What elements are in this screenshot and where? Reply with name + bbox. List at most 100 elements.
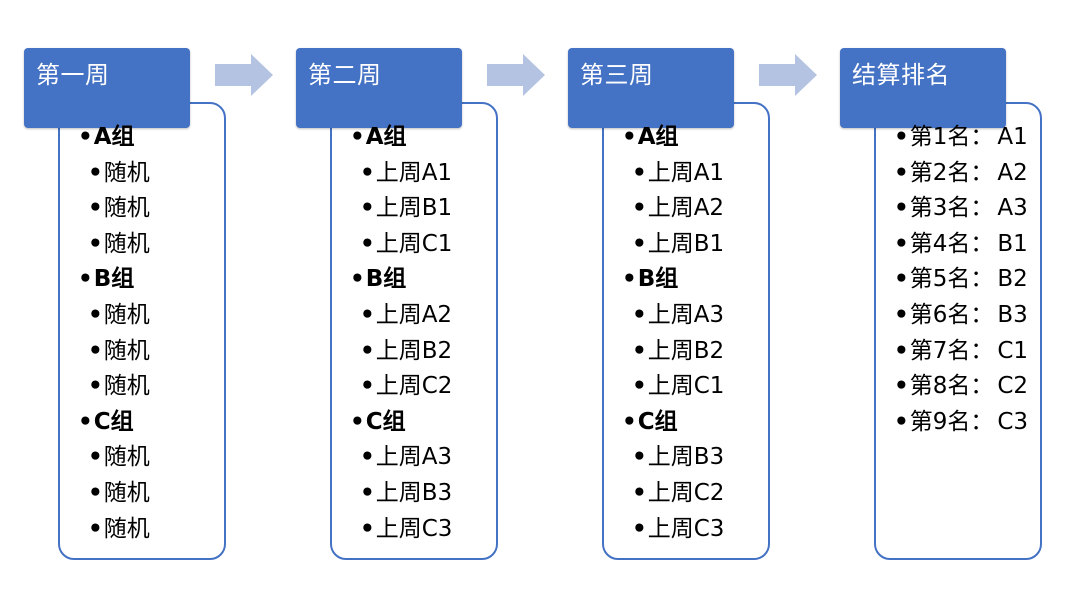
bullet-icon: •	[894, 337, 909, 364]
ranking-item: •第6名：B3	[894, 301, 1028, 328]
bullet-icon: •	[632, 301, 647, 328]
group-heading: •B组	[78, 266, 135, 293]
bullet-icon: •	[88, 373, 103, 400]
list-item: •上周C2	[360, 373, 453, 400]
stage-header: 第三周	[568, 48, 734, 128]
bullet-icon: •	[88, 479, 103, 506]
bullet-icon: •	[350, 408, 365, 435]
bullet-icon: •	[360, 195, 375, 222]
list-item: •随机	[88, 337, 150, 364]
bullet-icon: •	[78, 124, 93, 150]
arrow-right-icon	[487, 54, 545, 96]
bullet-icon: •	[360, 515, 375, 542]
bullet-icon: •	[350, 266, 365, 293]
bullet-icon: •	[88, 159, 103, 186]
group-heading: •B组	[350, 266, 407, 293]
list-item: •上周A2	[632, 195, 725, 222]
bullet-icon: •	[360, 230, 375, 257]
stage-content-box	[330, 102, 498, 560]
bullet-icon: •	[894, 230, 909, 257]
ranking-item: •第4名：B1	[894, 230, 1028, 257]
list-item: •随机	[88, 230, 150, 257]
bullet-icon: •	[894, 124, 909, 150]
bullet-icon: •	[360, 301, 375, 328]
bullet-icon: •	[894, 266, 909, 293]
group-list: •A组 •上周A1 •上周B1 •上周C1 •B组 •上周A2 •上周B2 •上…	[350, 120, 452, 547]
bullet-icon: •	[88, 195, 103, 222]
bullet-icon: •	[360, 444, 375, 471]
list-item: •随机	[88, 515, 150, 542]
list-item: •上周C1	[360, 230, 453, 257]
bullet-icon: •	[632, 337, 647, 364]
arrow-right-shape	[215, 54, 273, 96]
arrow-right-shape	[759, 54, 817, 96]
ranking-item: •第5名：B2	[894, 266, 1028, 293]
stage-title: 第三周	[580, 61, 654, 89]
list-item: •上周C2	[632, 479, 725, 506]
stage-header: 第一周	[24, 48, 190, 128]
stage-week-3: 第三周 •A组 •上周A1 •上周A2 •上周B1 •B组 •上周A3 •上周B…	[566, 0, 778, 614]
stage-content-box	[602, 102, 770, 560]
list-item: •随机	[88, 195, 150, 222]
stage-content-box	[874, 102, 1042, 560]
group-list: •A组 •随机 •随机 •随机 •B组 •随机 •随机 •随机 •C组 •随机 …	[78, 120, 150, 547]
bullet-icon: •	[894, 159, 909, 186]
list-item: •上周C3	[632, 515, 725, 542]
ranking-list: •第1名：A1 •第2名：A2 •第3名：A3 •第4名：B1 •第5名：B2 …	[894, 120, 1028, 440]
bullet-icon: •	[88, 444, 103, 471]
list-item: •上周B1	[632, 230, 725, 257]
list-item: •上周A3	[632, 301, 725, 328]
group-list: •A组 •上周A1 •上周A2 •上周B1 •B组 •上周A3 •上周B2 •上…	[622, 120, 724, 547]
ranking-item: •第9名：C3	[894, 408, 1029, 435]
stage-week-1: 第一周 •A组 •随机 •随机 •随机 •B组 •随机 •随机 •随机 •C组 …	[22, 0, 234, 614]
bullet-icon: •	[78, 408, 93, 435]
bullet-icon: •	[894, 301, 909, 328]
bullet-icon: •	[88, 515, 103, 542]
group-heading: •A组	[350, 124, 407, 150]
list-item: •上周C1	[632, 373, 725, 400]
bullet-icon: •	[360, 159, 375, 186]
list-item: •上周A1	[360, 159, 453, 186]
list-item: •上周B2	[360, 337, 453, 364]
stage-ranking: 结算排名 •第1名：A1 •第2名：A2 •第3名：A3 •第4名：B1 •第5…	[838, 0, 1050, 614]
bullet-icon: •	[894, 195, 909, 222]
bullet-icon: •	[632, 515, 647, 542]
group-heading: •A组	[78, 124, 135, 150]
bullet-icon: •	[632, 479, 647, 506]
stage-title: 第二周	[308, 61, 382, 89]
bullet-icon: •	[622, 266, 637, 293]
ranking-item: •第1名：A1	[894, 124, 1028, 150]
bullet-icon: •	[350, 124, 365, 150]
stage-content-box	[58, 102, 226, 560]
list-item: •随机	[88, 159, 150, 186]
bullet-icon: •	[632, 230, 647, 257]
arrow-right-icon	[215, 54, 273, 96]
list-item: •上周A3	[360, 444, 453, 471]
ranking-item: •第2名：A2	[894, 159, 1028, 186]
bullet-icon: •	[894, 373, 909, 400]
stage-header: 结算排名	[840, 48, 1006, 128]
stage-header: 第二周	[296, 48, 462, 128]
arrow-right-icon	[759, 54, 817, 96]
stage-title: 第一周	[36, 61, 110, 89]
bullet-icon: •	[632, 444, 647, 471]
list-item: •随机	[88, 301, 150, 328]
bullet-icon: •	[622, 408, 637, 435]
bullet-icon: •	[88, 230, 103, 257]
list-item: •随机	[88, 444, 150, 471]
group-heading: •C组	[622, 408, 678, 435]
list-item: •上周A1	[632, 159, 725, 186]
list-item: •上周B2	[632, 337, 725, 364]
bullet-icon: •	[360, 479, 375, 506]
bullet-icon: •	[78, 266, 93, 293]
bullet-icon: •	[632, 195, 647, 222]
list-item: •上周B3	[632, 444, 725, 471]
list-item: •随机	[88, 479, 150, 506]
bullet-icon: •	[360, 373, 375, 400]
bullet-icon: •	[88, 301, 103, 328]
group-heading: •A组	[622, 124, 679, 150]
bullet-icon: •	[632, 373, 647, 400]
bullet-icon: •	[360, 337, 375, 364]
ranking-item: •第3名：A3	[894, 195, 1028, 222]
ranking-item: •第7名：C1	[894, 337, 1029, 364]
